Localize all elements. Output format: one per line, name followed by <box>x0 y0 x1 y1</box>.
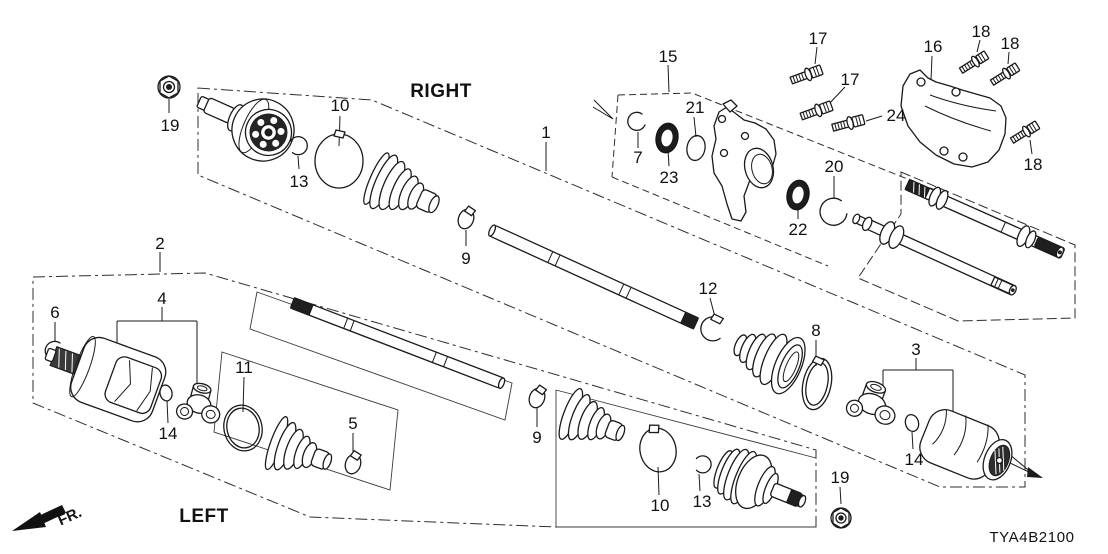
shaft-subbox <box>249 291 513 421</box>
callout-3: 3 <box>911 340 920 359</box>
boot-band-5 <box>344 450 362 475</box>
tripod-joint-left <box>175 382 221 424</box>
flange-bolt-18-b <box>989 62 1021 86</box>
knuckle-set-boundary <box>611 92 936 267</box>
left-side-label: LEFT <box>179 506 229 527</box>
callout-15: 15 <box>659 47 678 66</box>
callout-12: 12 <box>699 279 718 298</box>
boot-band-8 <box>801 355 833 411</box>
set-ring-clip-bottom <box>695 455 712 474</box>
insert-arrow-left <box>592 99 614 120</box>
flange-bolt-17-lower <box>799 100 834 121</box>
inboard-joint-housing-left <box>44 335 167 423</box>
spindle-nut-top <box>157 75 181 99</box>
cv-boot-right-outboard <box>363 152 440 214</box>
boot-band-small-top <box>457 205 477 230</box>
callout-6: 6 <box>50 303 59 322</box>
boot-band-large-top <box>314 129 364 189</box>
callout-20: 20 <box>825 157 844 176</box>
flange-bolt-18-c <box>1009 120 1041 144</box>
bearing-knuckle-15 <box>711 99 777 222</box>
callout-22: 22 <box>789 220 808 239</box>
callout-19-bottom: 19 <box>831 468 850 487</box>
mount-bracket-16 <box>900 69 1007 168</box>
cv-boot-right-inboard <box>733 333 806 395</box>
right-side-label: RIGHT <box>410 81 472 102</box>
diagram-part-code: TYA4B2100 <box>989 529 1074 546</box>
callout-19-top: 19 <box>161 116 180 135</box>
callout-16: 16 <box>924 37 943 56</box>
internal-snap-ring-20 <box>819 197 848 226</box>
cv-boot-left-inboard <box>264 416 333 471</box>
shaft-ring-clip-12 <box>700 313 725 342</box>
callout-21: 21 <box>686 98 705 117</box>
snap-ring-14-left <box>159 384 173 402</box>
tripod-joint-right <box>845 380 896 425</box>
outboard-cv-joint-right <box>196 96 295 162</box>
callout-24: 24 <box>887 106 906 125</box>
callout-14-right: 14 <box>905 450 924 469</box>
callout-10-top: 10 <box>331 96 350 115</box>
callout-11: 11 <box>235 358 253 377</box>
o-ring-clip-7 <box>627 111 646 131</box>
oil-seal-22 <box>786 179 810 211</box>
snap-ring-14-right <box>904 413 920 433</box>
boot-subbox <box>213 351 399 491</box>
callout-13-top: 13 <box>290 172 309 191</box>
callout-17-lower: 17 <box>841 70 860 89</box>
spindle-nut-bottom <box>830 507 852 529</box>
callout-5: 5 <box>348 414 357 433</box>
half-shaft-boundary <box>857 171 1076 322</box>
callout-9-top: 9 <box>461 249 470 268</box>
boot-band-9-left <box>528 384 548 409</box>
callout-9-bottom: 9 <box>532 428 541 447</box>
callout-1: 1 <box>541 123 550 142</box>
flange-bolt-24 <box>831 114 866 132</box>
boot-ring-11 <box>223 404 263 452</box>
half-shaft-upper <box>904 178 1065 259</box>
thrust-ring-21 <box>686 134 706 162</box>
outboard-joint-subbox <box>555 389 817 528</box>
callout-labels: 19 10 13 1 9 15 7 23 21 17 17 24 16 18 1… <box>50 22 1042 515</box>
callout-8: 8 <box>811 321 820 340</box>
insert-arrowhead <box>1027 467 1043 478</box>
callout-18-a: 18 <box>972 22 991 41</box>
callout-13-bottom: 13 <box>693 492 712 511</box>
callout-2: 2 <box>155 234 164 253</box>
outboard-cv-joint-left <box>713 448 807 510</box>
half-shaft-lower <box>852 213 1017 296</box>
callout-4: 4 <box>157 289 166 308</box>
set-ring-clip-top <box>289 136 308 156</box>
callout-17-upper: 17 <box>809 29 828 48</box>
cv-boot-left-outboard <box>558 387 626 442</box>
oil-seal-23 <box>655 122 679 154</box>
callout-18-c: 18 <box>1024 155 1043 174</box>
callout-7: 7 <box>633 148 642 167</box>
front-direction-arrow <box>12 505 66 531</box>
callout-23: 23 <box>660 168 679 187</box>
inboard-joint-housing-right <box>919 409 1013 481</box>
boot-band-large-bottom <box>639 424 677 473</box>
callout-18-b: 18 <box>1001 34 1020 53</box>
callout-10-bottom: 10 <box>651 496 670 515</box>
right-driveshaft-boundary <box>197 87 1026 488</box>
driveshaft-left <box>289 297 506 389</box>
callout-14-left: 14 <box>159 424 178 443</box>
driveshaft-right <box>488 224 700 330</box>
flange-bolt-18-a <box>958 50 990 74</box>
flange-bolt-17-upper <box>789 64 824 85</box>
